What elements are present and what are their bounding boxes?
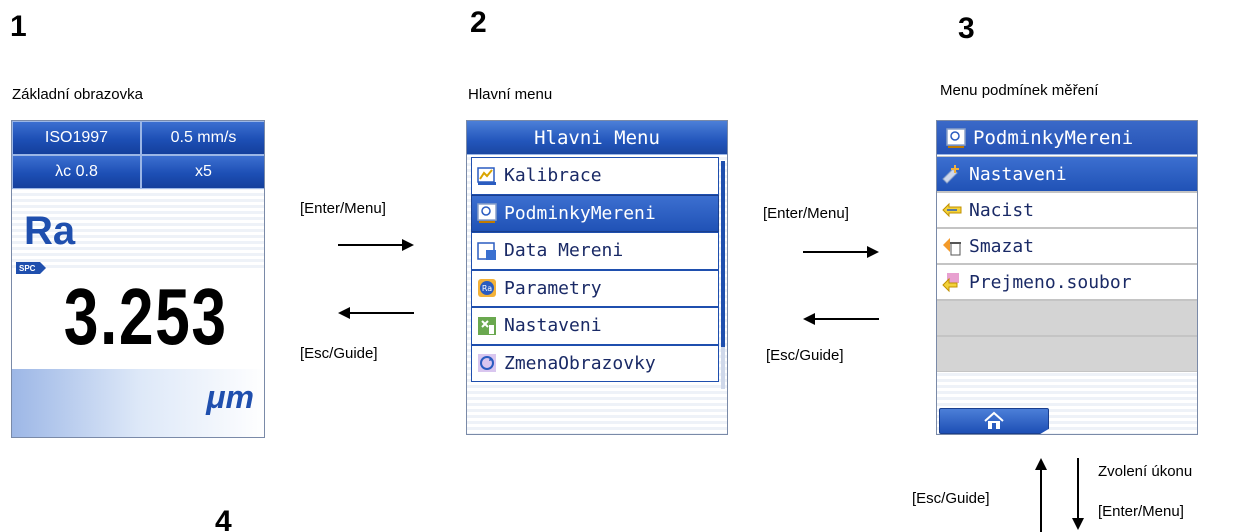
delete-icon (941, 235, 963, 257)
esc-guide-label-3: [Esc/Guide] (912, 490, 990, 507)
svg-text:Ra: Ra (482, 284, 492, 293)
condition-grid: ISO1997 0.5 mm/s λc 0.8 x5 (12, 121, 264, 189)
measurement-conditions-icon (945, 127, 967, 149)
spc-badge: SPC (16, 262, 46, 274)
esc-guide-label-2: [Esc/Guide] (766, 347, 844, 364)
menu-item-measurement-conditions[interactable]: PodminkyMereni (471, 194, 719, 232)
menu-title: Hlavni Menu (467, 121, 727, 155)
basic-screen: ISO1997 0.5 mm/s λc 0.8 x5 Ra SPC 3.253 … (11, 120, 265, 438)
home-icon (984, 411, 1004, 429)
menu-item-label: Prejmeno.soubor (969, 271, 1132, 293)
menu-item-delete[interactable]: Smazat (937, 228, 1197, 264)
select-action-label: Zvolení úkonu (1098, 463, 1193, 480)
scroll-thumb[interactable] (721, 161, 725, 347)
conditions-menu-list: Nastaveni Nacist Smazat Prejmeno.soubor (937, 156, 1197, 372)
load-icon (941, 199, 963, 221)
calibration-icon (476, 165, 498, 187)
menu-item-label: Nastaveni (504, 315, 602, 337)
measured-value: 3.253 (63, 272, 228, 361)
down-arrow-icon (1072, 458, 1084, 530)
caption-measurement-conditions-menu: Menu podmínek měření (940, 82, 1099, 99)
esc-guide-label-1: [Esc/Guide] (300, 345, 378, 362)
menu-item-screen-change[interactable]: ZmenaObrazovky (471, 344, 719, 382)
parameter-name: Ra (24, 209, 76, 253)
step-number-3: 3 (958, 12, 975, 45)
measurement-data-icon (476, 240, 498, 262)
menu-item-parameters[interactable]: Ra Parametry (471, 269, 719, 307)
setup-icon (941, 163, 963, 185)
empty-row (937, 336, 1197, 372)
menu-item-calibration[interactable]: Kalibrace (471, 157, 719, 195)
home-button[interactable] (939, 408, 1049, 434)
menu-item-label: Data Mereni (504, 240, 624, 262)
menu-title: PodminkyMereni (937, 121, 1197, 155)
menu-item-label: PodminkyMereni (504, 202, 656, 224)
screen-change-icon (476, 352, 498, 374)
menu-item-settings[interactable]: Nastaveni (471, 307, 719, 345)
screen-footer (12, 369, 264, 437)
settings-icon (476, 315, 498, 337)
caption-basic-screen: Základní obrazovka (12, 86, 143, 103)
enter-menu-label-3: [Enter/Menu] (1098, 503, 1184, 520)
menu-item-label: Parametry (504, 277, 602, 299)
menu-item-label: ZmenaObrazovky (504, 352, 656, 374)
menu-item-label: Nacist (969, 199, 1035, 221)
main-menu-list: Kalibrace PodminkyMereni Data Mereni Ra … (471, 157, 719, 382)
back-arrow-icon (803, 313, 879, 325)
enter-menu-label-2: [Enter/Menu] (763, 205, 849, 222)
scrollbar[interactable] (721, 161, 725, 389)
menu-title-label: PodminkyMereni (973, 126, 1134, 149)
measurement-conditions-screen: PodminkyMereni Nastaveni Nacist Smazat P… (936, 120, 1198, 435)
standard-cell: ISO1997 (12, 121, 141, 155)
unit-label: μm (206, 379, 254, 415)
value-band (12, 269, 264, 369)
count-cell: x5 (141, 155, 264, 189)
cutoff-cell: λc 0.8 (12, 155, 141, 189)
rename-icon (941, 271, 963, 293)
measurement-conditions-icon (476, 202, 498, 224)
menu-item-setup[interactable]: Nastaveni (937, 156, 1197, 192)
menu-item-measurement-data[interactable]: Data Mereni (471, 232, 719, 270)
step-number-2: 2 (470, 6, 487, 39)
parameters-icon: Ra (476, 277, 498, 299)
up-arrow-icon (1035, 458, 1047, 532)
menu-item-load[interactable]: Nacist (937, 192, 1197, 228)
back-arrow-icon (338, 307, 414, 319)
screen-footer (467, 401, 727, 434)
forward-arrow-icon (803, 246, 879, 258)
enter-menu-label-1: [Enter/Menu] (300, 200, 386, 217)
speed-cell: 0.5 mm/s (141, 121, 264, 155)
menu-item-label: Smazat (969, 235, 1035, 257)
menu-item-rename-file[interactable]: Prejmeno.soubor (937, 264, 1197, 300)
caption-main-menu: Hlavní menu (468, 86, 553, 103)
menu-item-label: Nastaveni (969, 163, 1067, 185)
menu-item-label: Kalibrace (504, 165, 602, 187)
step-number-4: 4 (215, 505, 232, 532)
forward-arrow-icon (338, 239, 414, 251)
main-menu-screen: Hlavni Menu Kalibrace PodminkyMereni Dat… (466, 120, 728, 435)
empty-row (937, 300, 1197, 336)
step-number-1: 1 (10, 10, 27, 43)
